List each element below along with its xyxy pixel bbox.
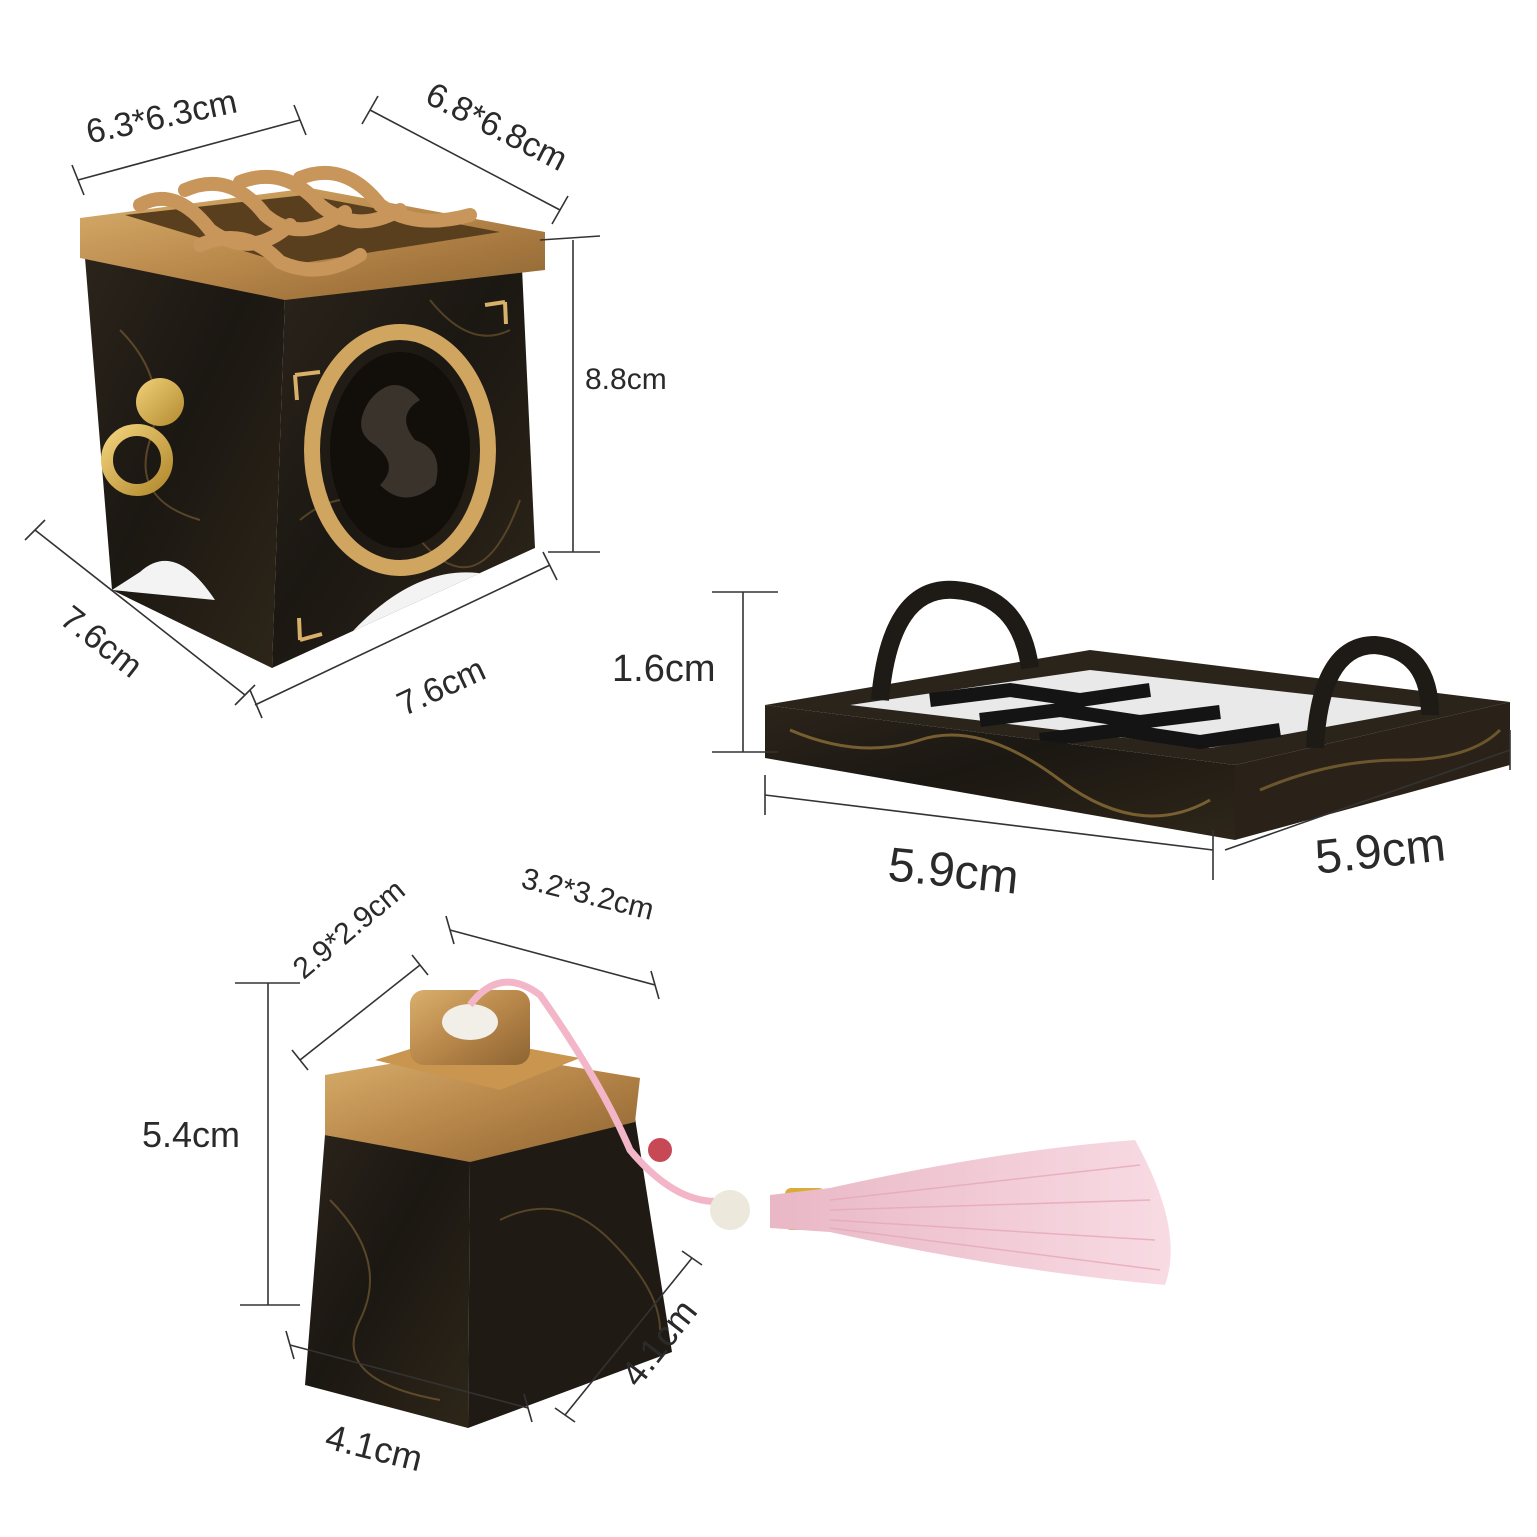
burner-handle-mount <box>136 378 184 426</box>
corner-ornament <box>297 617 323 642</box>
pink-tassel <box>770 1140 1171 1285</box>
burner-foot-cutout-left <box>112 560 215 600</box>
incense-burner-box <box>80 165 545 668</box>
marble-vein <box>1259 728 1502 792</box>
lid-gold-cap <box>325 1050 640 1162</box>
tray-maze-pattern <box>929 682 1282 750</box>
burner-ring-handle <box>101 424 173 496</box>
tray-left-handle <box>871 580 1039 701</box>
corner-ornament <box>293 370 321 401</box>
corner-ornament <box>484 300 508 325</box>
burner-foot-cutout-front <box>272 548 535 668</box>
burner-medallion-ring <box>304 324 496 576</box>
burner-height-label: 8.8cm <box>585 363 667 396</box>
jade-bead <box>710 1190 750 1230</box>
burner-wave-grille <box>133 165 477 277</box>
lid-knob-hole <box>442 1004 498 1040</box>
dimension-lines <box>24 95 1511 1423</box>
lid-pink-cord <box>467 978 731 1205</box>
marble-vein <box>329 1199 441 1401</box>
cloud-pattern <box>361 385 438 498</box>
tray-height-label: 1.6cm <box>612 648 716 690</box>
lid-body-front <box>305 1135 470 1428</box>
tray-front-side <box>765 705 1235 840</box>
marble-vein <box>119 329 201 521</box>
tray-right-handle <box>1306 635 1439 749</box>
marble-vein <box>789 728 1211 818</box>
tray-right-side <box>1235 702 1510 840</box>
lid-body-side <box>468 1118 672 1428</box>
burner-left-face <box>85 258 285 668</box>
red-bead <box>648 1138 672 1162</box>
marble-vein <box>429 299 511 337</box>
tray <box>765 580 1510 840</box>
tassel-threads <box>829 1164 1161 1271</box>
lid-extinguisher <box>305 978 1171 1428</box>
lid-height-label: 5.4cm <box>142 1114 241 1155</box>
